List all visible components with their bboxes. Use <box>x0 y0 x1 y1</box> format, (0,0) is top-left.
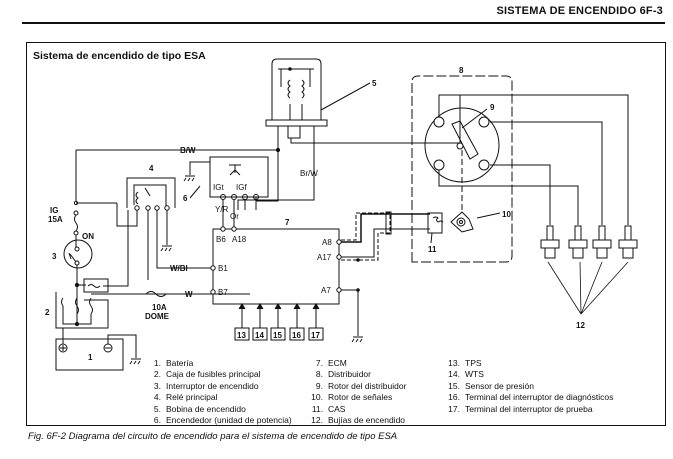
wire-label-brw: Br/W <box>300 169 318 178</box>
legend-item: 13.TPS <box>448 358 482 368</box>
fuse-label-ig: IG <box>50 206 58 215</box>
callout-1: 1 <box>88 353 93 362</box>
wire-brw <box>237 133 315 210</box>
ignition-coil: 5 <box>265 58 377 139</box>
legend-item: 6.Encendedor (unidad de potencia) <box>153 415 292 426</box>
callout-10: 10 <box>502 210 511 219</box>
sensor-box-15: 15 <box>273 331 282 340</box>
legend-item: 8.Distribuidor <box>315 369 371 380</box>
page-header-title: SISTEMA DE ENCENDIDO 6F-3 <box>496 5 663 17</box>
wire-label-or: Or <box>230 212 239 221</box>
wire-label-yr: Y/R <box>215 205 229 214</box>
fuse-rating-dome: 10A <box>152 303 167 312</box>
main-relay: 4 <box>116 164 213 280</box>
callout-6: 6 <box>183 194 188 203</box>
callout-5: 5 <box>372 79 377 88</box>
igniter: IGt IGf 6 <box>183 150 279 228</box>
fuse-label-dome: DOME <box>145 312 170 321</box>
legend-item: 12.Bujías de encendido <box>311 415 406 426</box>
fuse-ig <box>74 214 78 232</box>
pin-b1: B1 <box>218 264 228 273</box>
legend-item: 15.Sensor de presión <box>448 380 534 391</box>
pin-a8: A8 <box>322 238 332 247</box>
callout-2: 2 <box>45 308 50 317</box>
legend-item: 9.Rotor del distribuidor <box>315 380 407 391</box>
ecm: 7 B6 A18 B1 B7 A8 A17 A7 <box>210 218 342 305</box>
igf-label: IGf <box>236 183 247 192</box>
legend-col-1: 1.Batería 2.Caja de fusibles principal 3… <box>147 358 292 426</box>
legend-item: 14.WTS <box>448 369 484 380</box>
callout-leader-5 <box>320 82 371 111</box>
pin-a7: A7 <box>321 286 331 295</box>
sensor-box-16: 16 <box>292 331 301 340</box>
pin-b7: B7 <box>218 288 228 297</box>
distributor: 8 9 10 11 <box>411 66 513 263</box>
callout-8: 8 <box>459 66 464 75</box>
callout-9: 9 <box>490 103 495 112</box>
legend-item: 10.Rotor de señales <box>311 392 393 403</box>
wire-label-bw: B/W <box>180 146 196 155</box>
sensor-box-14: 14 <box>255 331 264 340</box>
igt-label: IGt <box>213 183 224 192</box>
fuse-dome <box>145 291 167 297</box>
legend-item: 5.Bobina de encendido <box>153 403 246 414</box>
legend-item: 1.Batería <box>153 358 194 368</box>
wire-label-wbl: W/Bl <box>170 264 188 273</box>
header-rule <box>22 22 665 24</box>
legend-col-2: 7.ECM 8.Distribuidor 9.Rotor del distrib… <box>309 358 406 426</box>
pin-a17: A17 <box>317 253 332 262</box>
wire-bw <box>76 133 279 151</box>
callout-11: 11 <box>428 245 437 254</box>
callout-7: 7 <box>285 218 290 227</box>
legend-item: 3.Interruptor de encendido <box>153 380 259 391</box>
wire-label-w: W <box>185 290 193 299</box>
switch-pos-on: ON <box>82 232 94 241</box>
diagram-title: Sistema de encendido de tipo ESA <box>33 50 206 62</box>
callout-12: 12 <box>576 321 585 330</box>
figure-caption: Fig. 6F-2 Diagrama del circuito de encen… <box>28 431 398 442</box>
callout-4: 4 <box>149 164 154 173</box>
battery: 1 <box>55 328 141 371</box>
sensor-box-13: 13 <box>237 331 246 340</box>
legend-item: 7.ECM <box>315 358 347 368</box>
legend-item: 2.Caja de fusibles principal <box>153 369 261 380</box>
spark-plugs: 12 <box>540 225 638 330</box>
pin-a18: A18 <box>232 235 247 244</box>
legend-item: 11.CAS <box>311 403 346 414</box>
sensor-box-17: 17 <box>311 331 320 340</box>
legend-item: 16.Terminal del interruptor de diagnósti… <box>448 392 614 403</box>
fuse-rating-ig: 15A <box>48 215 63 224</box>
pin-b6: B6 <box>216 235 226 244</box>
legend-item: 17.Terminal del interruptor de prueba <box>448 403 593 414</box>
sensor-inputs: 13 14 15 16 17 <box>234 303 324 341</box>
legend-item: 4.Relé principal <box>153 392 218 403</box>
callout-3: 3 <box>52 252 57 261</box>
ignition-switch: 3 <box>52 235 93 290</box>
diagram-frame <box>26 42 666 426</box>
legend-col-3: 13.TPS 14.WTS 15.Sensor de presión 16.Te… <box>446 358 613 415</box>
